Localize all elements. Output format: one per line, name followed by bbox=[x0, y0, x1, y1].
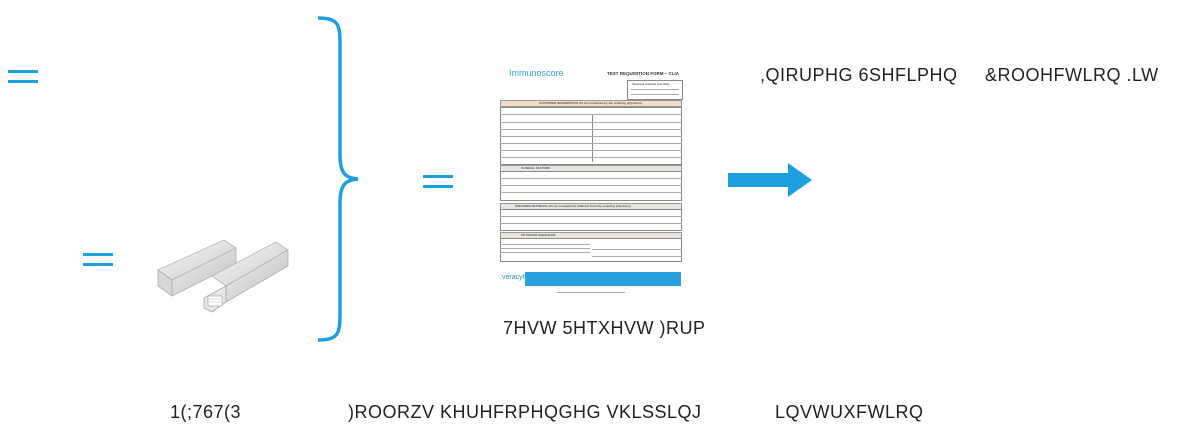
arrow-right-icon bbox=[728, 163, 812, 197]
form-line bbox=[500, 223, 682, 224]
form-divider bbox=[592, 114, 593, 162]
bottom-label-instruction: LQVWUXFWLRQ bbox=[775, 402, 924, 422]
form-footer-brand: veracyte bbox=[502, 274, 529, 281]
form-brand-sub bbox=[513, 80, 514, 84]
equals-icon bbox=[83, 253, 113, 266]
form-footer-band bbox=[525, 272, 681, 286]
form-line bbox=[500, 122, 682, 123]
form-internal-box: Veracyte Internal Use Only bbox=[627, 80, 683, 100]
form-line bbox=[631, 94, 679, 95]
form-line bbox=[592, 249, 682, 250]
form-section-clinical: CLINICAL FACTORS bbox=[521, 166, 551, 170]
form-line bbox=[500, 143, 682, 144]
specimen-header: ,QIRUPHG 6SHFLPHQ bbox=[760, 65, 958, 85]
form-line bbox=[631, 89, 679, 90]
form-line bbox=[500, 150, 682, 151]
form-line bbox=[557, 292, 625, 293]
form-section-specimen: SPECIMEN RETRIEVAL (To be completed if d… bbox=[515, 204, 631, 208]
form-line bbox=[500, 244, 590, 245]
slide-box-image bbox=[157, 239, 289, 313]
form-section-physician: PHYSICIAN SIGNATURE bbox=[521, 233, 556, 237]
bottom-label-follows: )ROORZV KHUHFRPHQGHG VKLSSLQJ bbox=[348, 402, 702, 422]
form-line bbox=[500, 157, 682, 158]
form-line bbox=[500, 192, 682, 193]
form-title: TEST REQUISITION FORM – CLIA bbox=[607, 71, 680, 76]
form-line bbox=[500, 185, 682, 186]
form-section-customer: CUSTOMER INFORMATION (To be completed by… bbox=[539, 101, 642, 105]
form-brand: Immunoscore bbox=[509, 68, 564, 78]
form-label: 7HVW 5HTXHVW )RUP bbox=[503, 318, 706, 338]
form-line bbox=[500, 178, 682, 179]
form-line bbox=[500, 248, 590, 249]
bottom-label-step: 1(;767(3 bbox=[170, 402, 242, 422]
form-section-band: CUSTOMER INFORMATION (To be completed by… bbox=[500, 100, 682, 107]
requisition-form-image: Immunoscore TEST REQUISITION FORM – CLIA… bbox=[497, 66, 685, 304]
form-line bbox=[592, 256, 682, 257]
form-line bbox=[500, 136, 682, 137]
form-line bbox=[500, 252, 590, 253]
equals-icon bbox=[8, 70, 38, 83]
form-line bbox=[500, 216, 682, 217]
collection-header: &ROOHFWLRQ .LW bbox=[985, 65, 1159, 85]
form-section-box bbox=[500, 209, 682, 231]
form-line bbox=[500, 114, 682, 115]
equals-icon bbox=[423, 175, 453, 188]
form-section-box bbox=[500, 238, 682, 262]
form-line bbox=[500, 129, 682, 130]
form-internal-label: Veracyte Internal Use Only bbox=[632, 82, 670, 86]
form-section-box bbox=[500, 171, 682, 201]
brace-icon bbox=[317, 16, 359, 342]
